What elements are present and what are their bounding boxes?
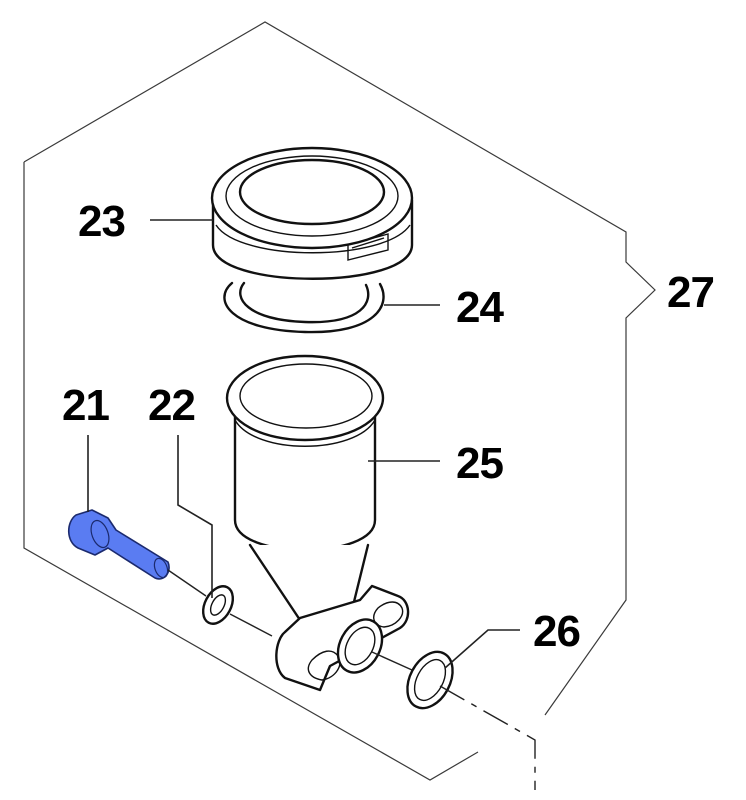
callout-25[interactable]: 25 bbox=[456, 439, 504, 488]
assembly-axis-lines bbox=[167, 569, 536, 790]
callout-24[interactable]: 24 bbox=[456, 283, 505, 332]
part-25-cup[interactable] bbox=[225, 354, 410, 692]
part-22-washer[interactable] bbox=[197, 581, 239, 629]
part-26-oring[interactable] bbox=[398, 644, 461, 716]
part-24-seal[interactable] bbox=[223, 281, 385, 334]
leader-lines bbox=[87, 219, 520, 669]
callout-labels: 21 22 23 24 25 26 27 bbox=[62, 197, 715, 656]
part-21-bolt[interactable] bbox=[67, 509, 170, 580]
part-23-lid[interactable] bbox=[210, 146, 414, 280]
callout-26[interactable]: 26 bbox=[533, 607, 581, 656]
assembly-outline bbox=[23, 21, 656, 781]
callout-22[interactable]: 22 bbox=[148, 381, 196, 430]
callout-21[interactable]: 21 bbox=[62, 381, 110, 430]
callout-27[interactable]: 27 bbox=[667, 268, 715, 317]
callout-23[interactable]: 23 bbox=[78, 197, 126, 246]
